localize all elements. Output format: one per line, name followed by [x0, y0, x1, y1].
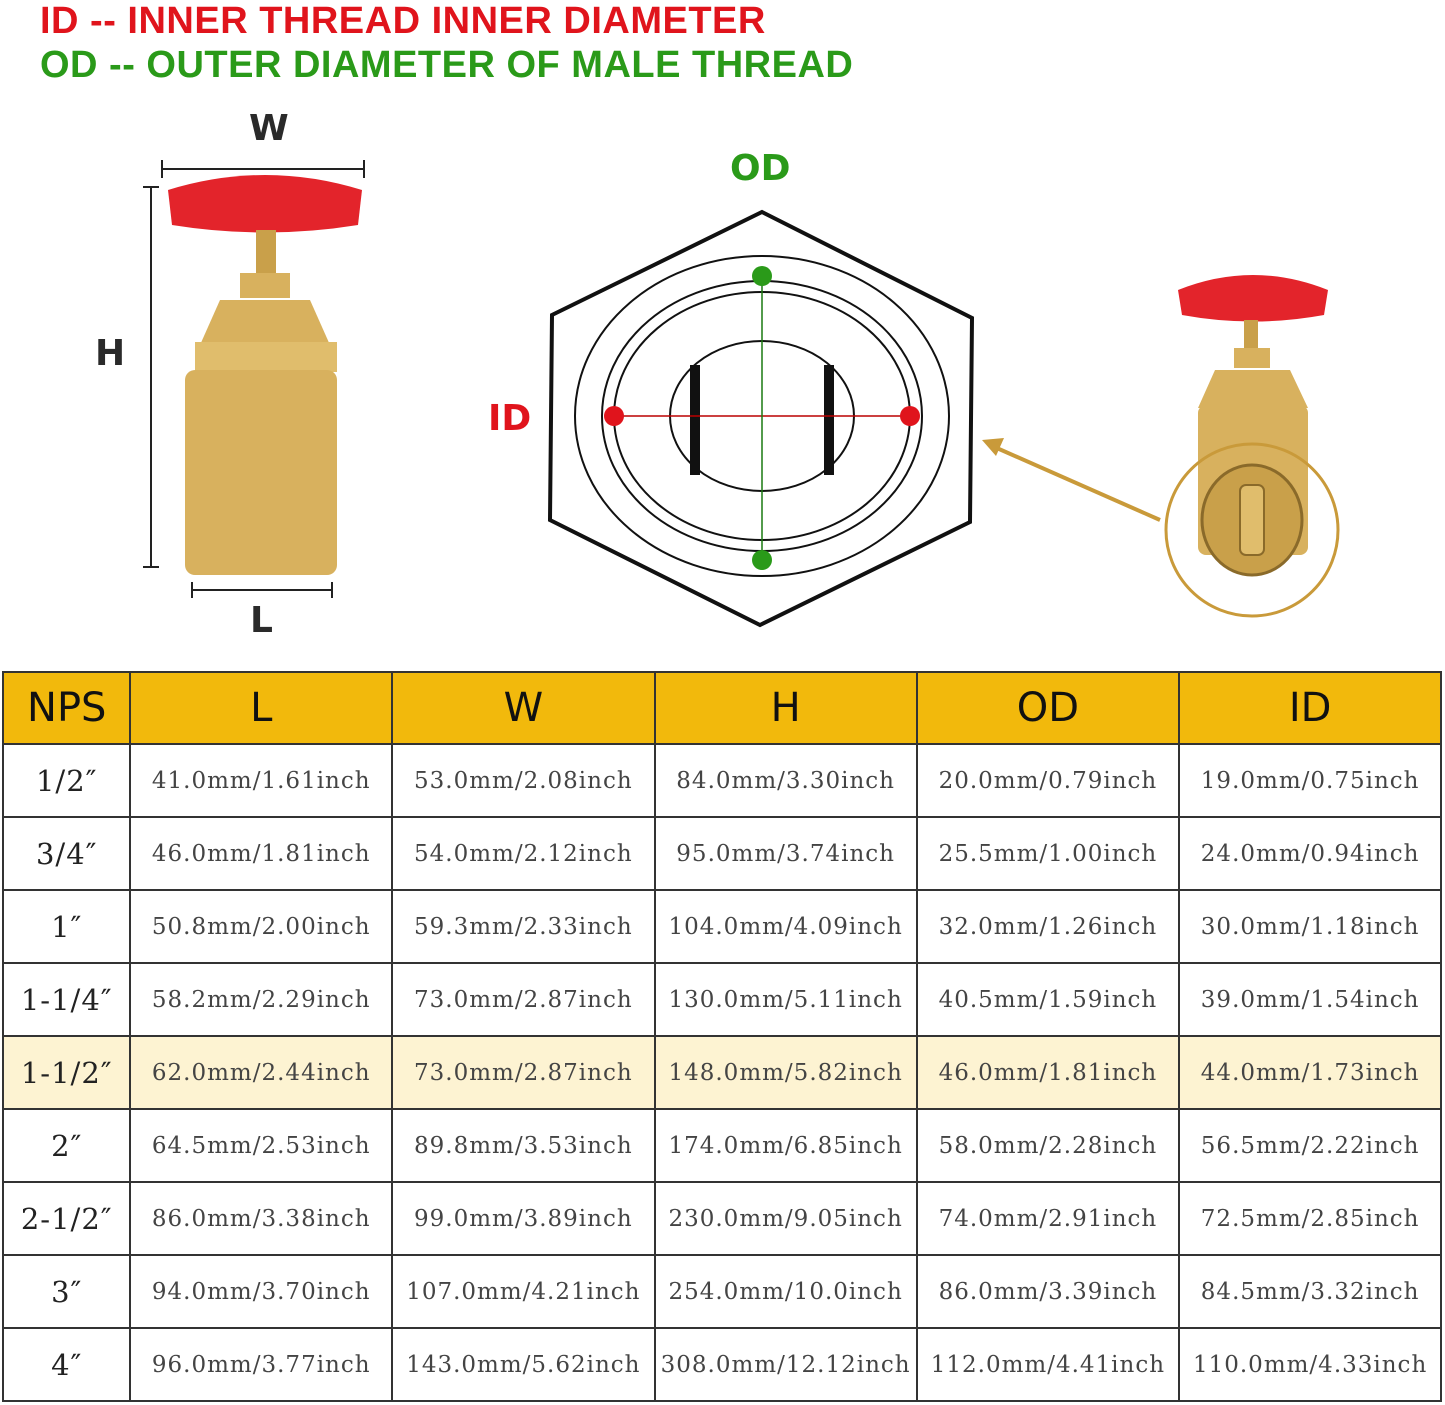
- cell-w: 143.0mm/5.62inch: [391, 1327, 656, 1402]
- cell-nps: 3″: [1, 1254, 132, 1329]
- cell-l: 96.0mm/3.77inch: [129, 1327, 393, 1402]
- cell-w: 99.0mm/3.89inch: [391, 1181, 656, 1256]
- cell-id: 110.0mm/4.33inch: [1178, 1327, 1442, 1402]
- cell-l: 46.0mm/1.81inch: [129, 816, 393, 891]
- id-definition-title: ID -- INNER THREAD INNER DIAMETER: [40, 0, 766, 42]
- id-label: ID: [488, 398, 532, 439]
- header-od: OD: [915, 671, 1181, 745]
- cell-nps: 1″: [1, 889, 132, 964]
- cell-h: 230.0mm/9.05inch: [653, 1181, 918, 1256]
- cell-id: 19.0mm/0.75inch: [1178, 743, 1442, 818]
- cell-id: 30.0mm/1.18inch: [1178, 889, 1442, 964]
- cell-l: 58.2mm/2.29inch: [129, 962, 393, 1037]
- cell-od: 46.0mm/1.81inch: [915, 1035, 1181, 1110]
- cell-w: 59.3mm/2.33inch: [391, 889, 656, 964]
- cell-id: 56.5mm/2.22inch: [1178, 1108, 1442, 1183]
- cell-od: 86.0mm/3.39inch: [915, 1254, 1181, 1329]
- cell-nps: 4″: [1, 1327, 132, 1402]
- cell-h: 174.0mm/6.85inch: [653, 1108, 918, 1183]
- cell-l: 94.0mm/3.70inch: [129, 1254, 393, 1329]
- valve-dimension-diagram: [143, 160, 1340, 628]
- cell-od: 112.0mm/4.41inch: [915, 1327, 1181, 1402]
- header-w: W: [391, 671, 656, 745]
- cell-id: 72.5mm/2.85inch: [1178, 1181, 1442, 1256]
- cell-h: 104.0mm/4.09inch: [653, 889, 918, 964]
- cell-od: 20.0mm/0.79inch: [915, 743, 1181, 818]
- gate-valve-front-image: [143, 160, 365, 598]
- header-l: L: [129, 671, 393, 745]
- cell-h: 308.0mm/12.12inch: [653, 1327, 918, 1402]
- cell-nps: 1/2″: [1, 743, 132, 818]
- cell-h: 148.0mm/5.82inch: [653, 1035, 918, 1110]
- header-nps: NPS: [1, 671, 132, 745]
- cell-id: 39.0mm/1.54inch: [1178, 962, 1442, 1037]
- cell-l: 64.5mm/2.53inch: [129, 1108, 393, 1183]
- cell-w: 54.0mm/2.12inch: [391, 816, 656, 891]
- header-h: H: [653, 671, 918, 745]
- cell-l: 62.0mm/2.44inch: [129, 1035, 393, 1110]
- cell-l: 50.8mm/2.00inch: [129, 889, 393, 964]
- od-definition-title: OD -- OUTER DIAMETER OF MALE THREAD: [40, 44, 854, 86]
- cell-h: 95.0mm/3.74inch: [653, 816, 918, 891]
- cell-id: 84.5mm/3.32inch: [1178, 1254, 1442, 1329]
- cell-id: 24.0mm/0.94inch: [1178, 816, 1442, 891]
- cell-nps: 1-1/4″: [1, 962, 132, 1037]
- table-header-row: NPS L W H OD ID: [1, 671, 1442, 745]
- cell-h: 254.0mm/10.0inch: [653, 1254, 918, 1329]
- od-label: OD: [730, 148, 791, 189]
- cell-w: 89.8mm/3.53inch: [391, 1108, 656, 1183]
- cell-w: 73.0mm/2.87inch: [391, 1035, 656, 1110]
- cell-od: 32.0mm/1.26inch: [915, 889, 1181, 964]
- header-id: ID: [1178, 671, 1442, 745]
- hex-cross-section-diagram: [547, 209, 975, 628]
- cell-w: 107.0mm/4.21inch: [391, 1254, 656, 1329]
- cell-w: 73.0mm/2.87inch: [391, 962, 656, 1037]
- cell-nps: 1-1/2″: [1, 1035, 132, 1110]
- cell-l: 41.0mm/1.61inch: [129, 743, 393, 818]
- cell-nps: 3/4″: [1, 816, 132, 891]
- cell-od: 40.5mm/1.59inch: [915, 962, 1181, 1037]
- cell-h: 130.0mm/5.11inch: [653, 962, 918, 1037]
- cell-nps: 2-1/2″: [1, 1181, 132, 1256]
- cell-od: 58.0mm/2.28inch: [915, 1108, 1181, 1183]
- length-label: L: [250, 600, 273, 641]
- cell-od: 25.5mm/1.00inch: [915, 816, 1181, 891]
- cell-w: 53.0mm/2.08inch: [391, 743, 656, 818]
- width-label: W: [249, 108, 289, 149]
- cell-nps: 2″: [1, 1108, 132, 1183]
- cell-id: 44.0mm/1.73inch: [1178, 1035, 1442, 1110]
- height-label: H: [95, 333, 126, 374]
- gate-valve-side-image: [1164, 275, 1340, 618]
- pointer-arrow: [982, 438, 1161, 522]
- cell-h: 84.0mm/3.30inch: [653, 743, 918, 818]
- cell-l: 86.0mm/3.38inch: [129, 1181, 393, 1256]
- cell-od: 74.0mm/2.91inch: [915, 1181, 1181, 1256]
